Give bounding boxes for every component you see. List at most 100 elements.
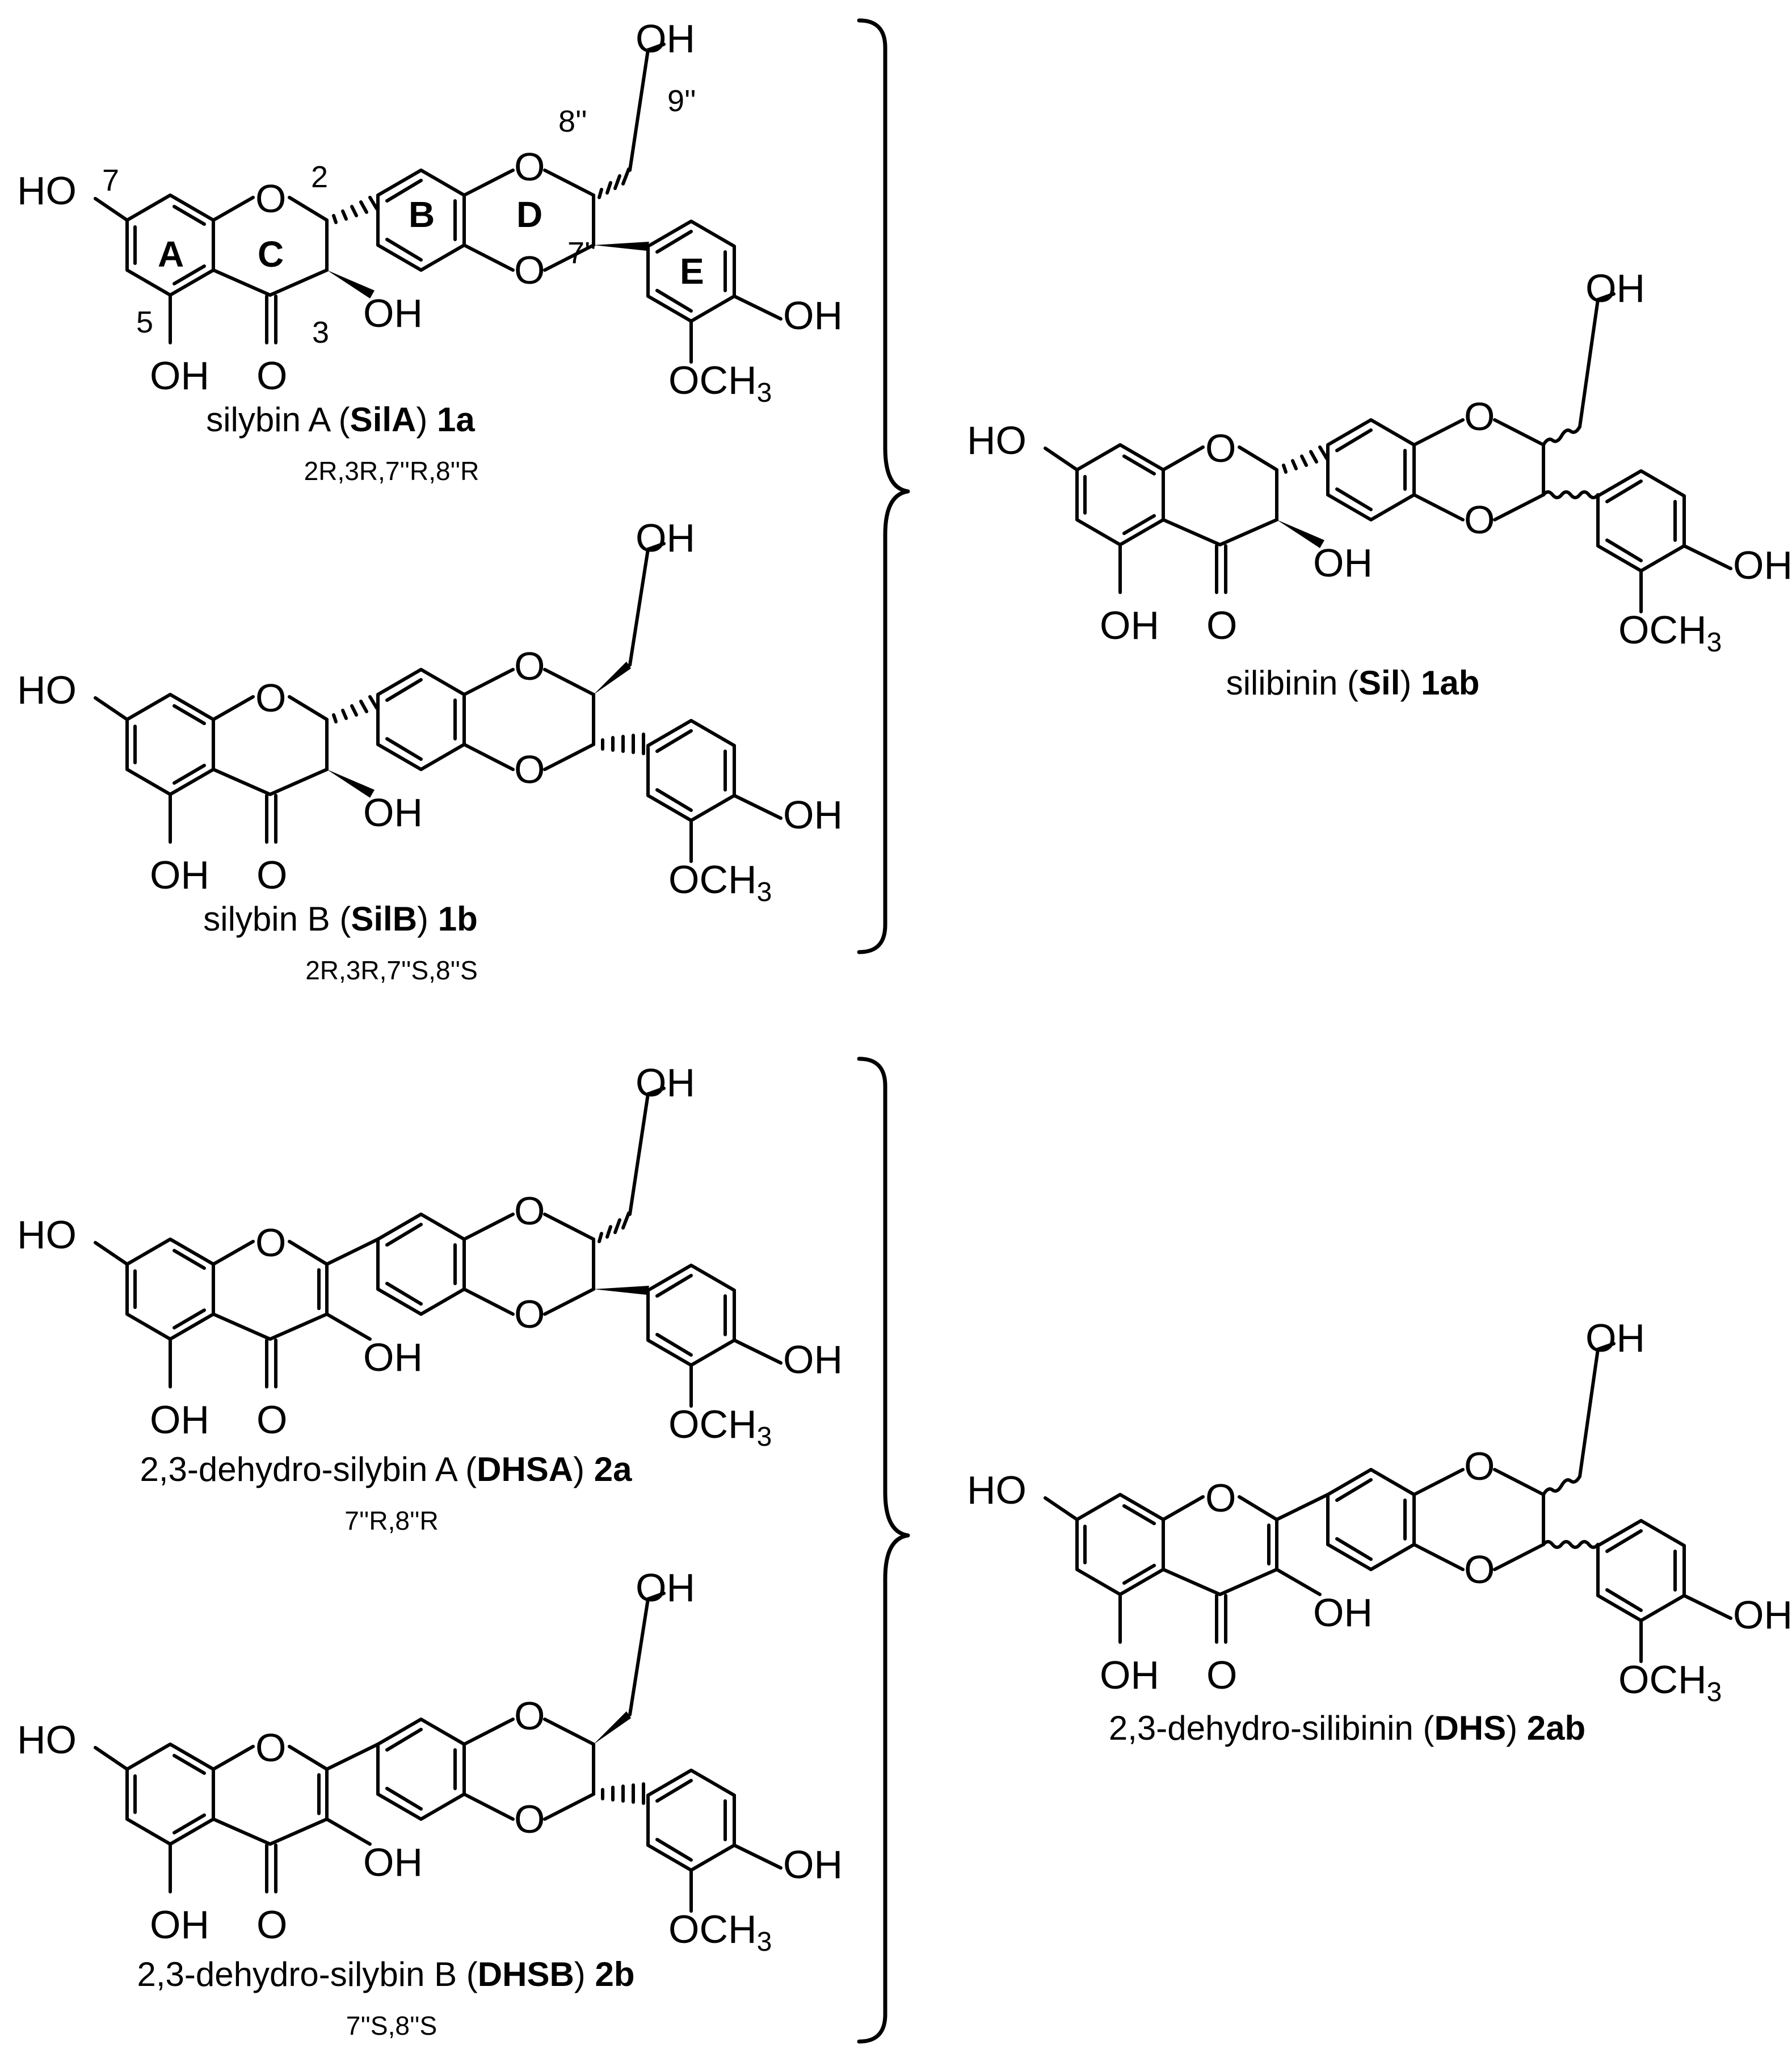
caption-2a: 2,3-dehydro-silybin A (DHSA) 2a [140, 1450, 632, 1488]
svg-text:O: O [1464, 394, 1495, 439]
svg-text:O: O [1464, 1444, 1495, 1488]
svg-text:O: O [256, 1398, 287, 1442]
label-3-OH: OH [363, 291, 423, 335]
label-5-OH: OH [150, 353, 209, 398]
svg-text:HO: HO [17, 1718, 77, 1762]
svg-text:O: O [1464, 1547, 1495, 1592]
svg-text:9'': 9'' [667, 84, 696, 118]
structure-silibinin: HO OH O O OH O O OH OH OCH3 silibinin (S… [967, 266, 1792, 702]
svg-text:OH: OH [783, 1842, 843, 1887]
svg-text:OH: OH [1585, 266, 1645, 310]
ring-labels: A B C D E [158, 194, 704, 292]
svg-text:O: O [1205, 1476, 1236, 1520]
svg-text:D: D [516, 194, 542, 235]
hash-bond-c8pp [598, 167, 630, 199]
svg-text:OH: OH [1585, 1316, 1645, 1360]
svg-text:O: O [514, 1189, 545, 1233]
svg-text:OH: OH [150, 853, 209, 897]
atom-labels: HO OH O O OH O O OH OH OCH3 [17, 516, 843, 907]
hash-bond-c2 [1282, 445, 1328, 474]
structure-silybin-a: HO OH O O OH O O OH OH OCH3 7 5 2 3 8'' … [17, 16, 843, 486]
svg-text:E: E [680, 251, 704, 292]
svg-text:OCH3: OCH3 [668, 1402, 772, 1452]
bonds [94, 43, 783, 364]
svg-text:HO: HO [967, 1468, 1027, 1512]
svg-text:OH: OH [636, 516, 695, 560]
structure-dhsb: HO OH O O OH O O OH OH OCH3 2,3-dehydro-… [17, 1565, 843, 2040]
label-O-dioxane-top: O [514, 145, 545, 189]
svg-text:O: O [1464, 498, 1495, 542]
caption-1ab: silibinin (Sil) 1ab [1226, 664, 1480, 702]
bonds [1044, 292, 1732, 613]
label-4-OH: OH [783, 293, 843, 338]
svg-text:O: O [255, 1221, 286, 1265]
svg-text:HO: HO [17, 668, 77, 712]
svg-text:OCH3: OCH3 [668, 857, 772, 907]
atom-labels: HO OH O O OH O O OH OH OCH3 [17, 16, 843, 408]
svg-text:OH: OH [1313, 1590, 1373, 1635]
label-carbonyl-O: O [256, 353, 287, 398]
caption-1a: silybin A (SilA) 1a [206, 401, 475, 439]
svg-text:OH: OH [636, 1060, 695, 1105]
structure-silybin-b: HO OH O O OH O O OH OH OCH3 silybin B (S… [17, 516, 843, 985]
svg-text:OH: OH [150, 1398, 209, 1442]
hash-bond-c2 [332, 196, 378, 224]
svg-text:O: O [255, 676, 286, 720]
label-OCH3: OCH3 [668, 358, 772, 408]
bonds [94, 1592, 783, 1913]
label-HO: HO [17, 169, 77, 213]
brace-top [857, 18, 910, 954]
hash-bond-c7pp [601, 1782, 645, 1805]
hash-bond-c7pp [601, 733, 645, 755]
bonds [94, 1087, 783, 1408]
label-O-dioxane-bottom: O [514, 248, 545, 292]
svg-text:O: O [514, 1292, 545, 1336]
svg-text:OH: OH [363, 790, 423, 835]
caption-2ab: 2,3-dehydro-silibinin (DHS) 2ab [1109, 1709, 1585, 1747]
svg-text:O: O [1206, 1653, 1237, 1697]
svg-text:OH: OH [1733, 543, 1792, 587]
locants: 7 5 2 3 8'' 9'' 7'' [102, 84, 696, 350]
svg-text:7: 7 [102, 163, 119, 197]
svg-text:8'': 8'' [558, 104, 587, 138]
label-9pp-OH: OH [636, 16, 695, 61]
svg-text:HO: HO [967, 418, 1027, 462]
svg-text:OH: OH [783, 1337, 843, 1382]
svg-text:OH: OH [1313, 541, 1373, 585]
svg-text:B: B [409, 194, 435, 235]
svg-text:OH: OH [1100, 1653, 1159, 1697]
caption-2b: 2,3-dehydro-silybin B (DHSB) 2b [137, 1955, 635, 1993]
atom-labels: HO OH O O OH O O OH OH OCH3 [967, 1316, 1792, 1707]
svg-text:O: O [256, 1903, 287, 1947]
atom-labels: HO OH O O OH O O OH OH OCH3 [967, 266, 1792, 658]
svg-text:HO: HO [17, 1213, 77, 1257]
svg-text:C: C [258, 234, 284, 275]
structure-dhs: HO OH O O OH O O OH OH OCH3 2,3-dehydro-… [967, 1316, 1792, 1747]
atom-labels: HO OH O O OH O O OH OH OCH3 [17, 1060, 843, 1452]
svg-text:A: A [158, 234, 184, 275]
svg-text:OH: OH [636, 1565, 695, 1610]
bonds [1044, 1342, 1732, 1663]
brace-bottom [857, 1057, 910, 2044]
config-2b: 7''S,8''S [346, 2011, 437, 2040]
svg-text:O: O [1205, 426, 1236, 470]
label-ring-O: O [255, 176, 286, 221]
svg-text:O: O [514, 1797, 545, 1841]
svg-text:OH: OH [363, 1335, 423, 1379]
svg-text:2: 2 [311, 160, 328, 194]
svg-text:O: O [514, 1694, 545, 1738]
svg-text:O: O [255, 1725, 286, 1770]
svg-text:OH: OH [783, 793, 843, 837]
svg-text:OH: OH [363, 1840, 423, 1884]
structure-dhsa: HO OH O O OH O O OH OH OCH3 2,3-dehydro-… [17, 1060, 843, 1535]
config-1a: 2R,3R,7''R,8''R [304, 456, 479, 486]
svg-text:7'': 7'' [567, 236, 596, 270]
svg-text:O: O [514, 644, 545, 688]
svg-text:5: 5 [136, 305, 153, 339]
svg-text:OH: OH [1733, 1593, 1792, 1637]
caption-1b: silybin B (SilB) 1b [203, 900, 477, 938]
hash-bond-c8pp [598, 1211, 630, 1243]
svg-text:OCH3: OCH3 [1618, 1657, 1722, 1707]
svg-text:OCH3: OCH3 [1618, 608, 1722, 658]
